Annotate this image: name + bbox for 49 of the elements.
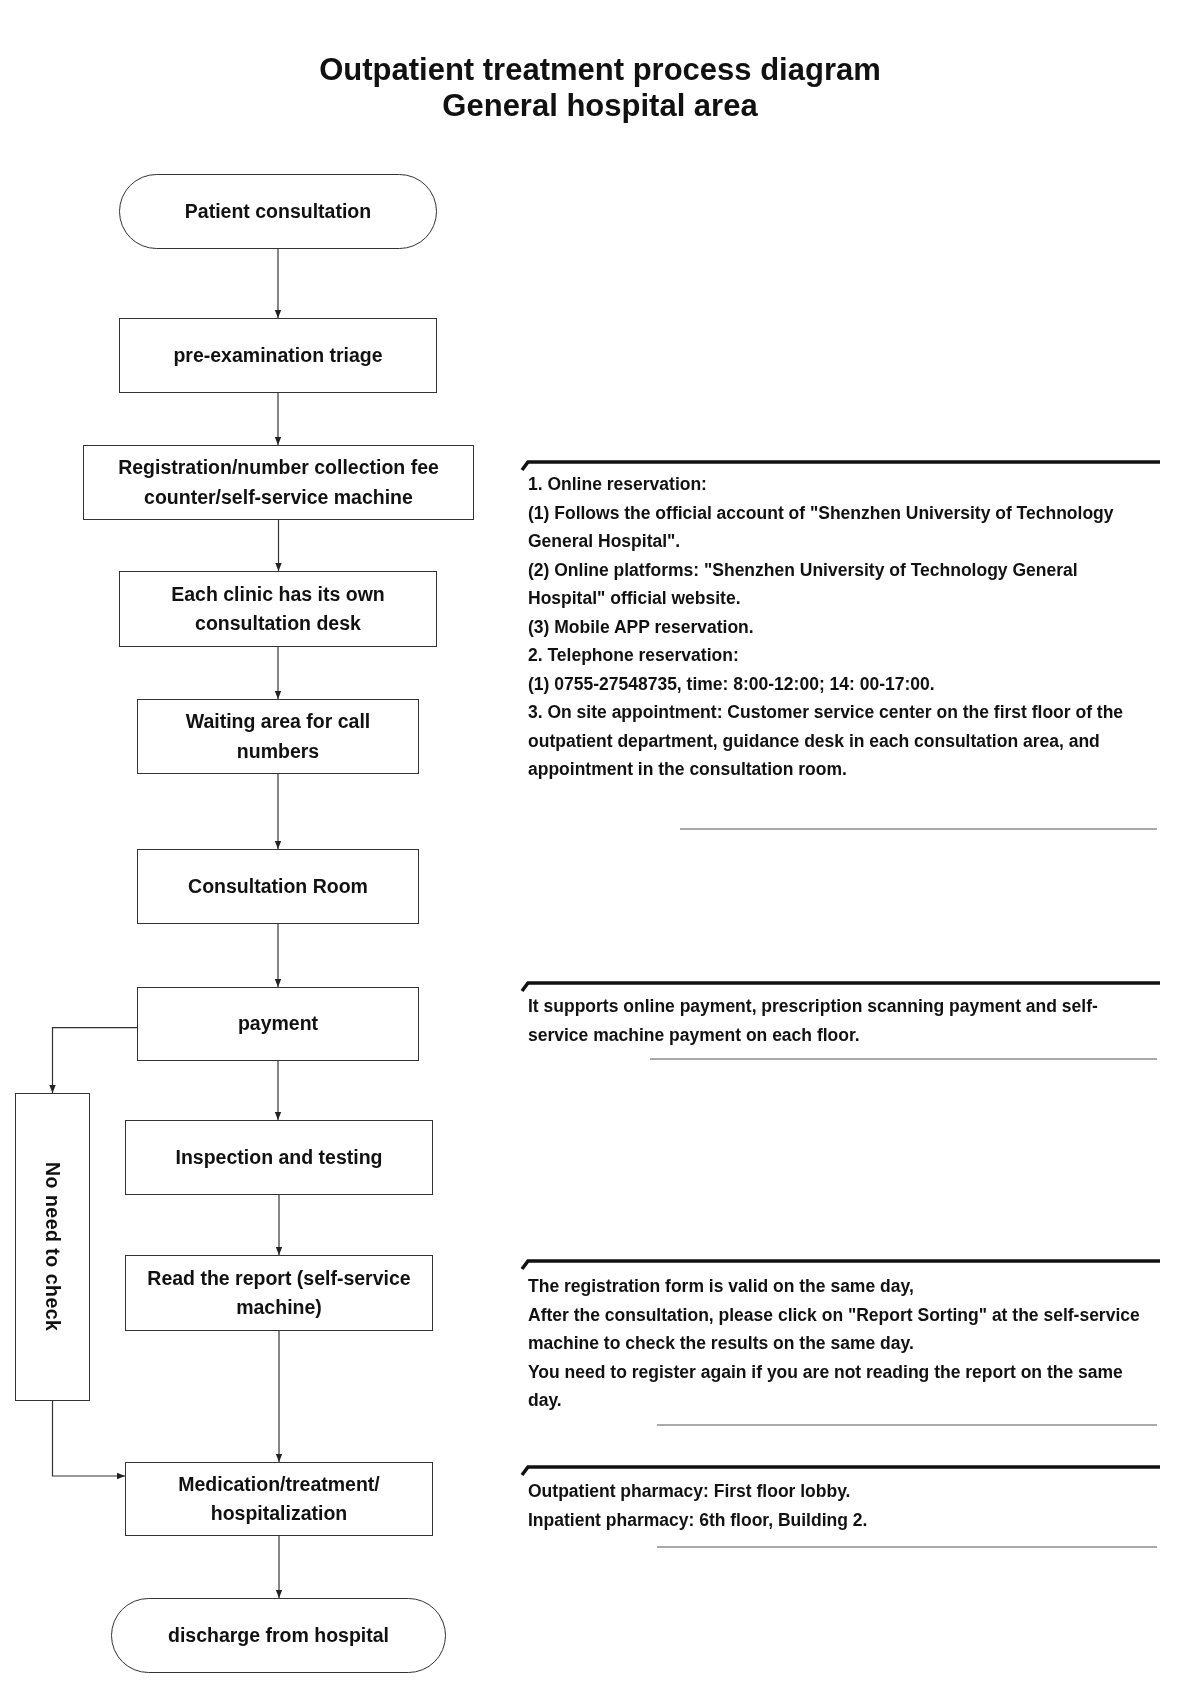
arrow — [274, 646, 282, 700]
node-label: payment — [237, 1011, 319, 1037]
node-label: Waiting area for call numbers — [184, 709, 372, 764]
node-label: discharge from hospital — [167, 1622, 389, 1648]
diagram-title: Outpatient treatment process diagram — [318, 52, 882, 88]
note-text: (3) Mobile APP reservation. — [528, 615, 755, 639]
note-text: 1. Online reservation: — [528, 473, 708, 496]
arrow — [274, 773, 282, 850]
note-text: (1) 0755-27548735, time: 8:00-12:00; 14: 00-17:00. — [528, 672, 936, 696]
process-box — [125, 1120, 433, 1195]
note-text: The registration form is valid on the same day, — [528, 1275, 915, 1298]
note-text: 2. Telephone reservation: — [528, 644, 740, 667]
note-text: (2) Online platforms: "Shenzhen University of Technology General Hospital" official website. — [528, 558, 1079, 610]
note-text: Inpatient pharmacy: 6th floor, Building 2. — [528, 1508, 869, 1532]
note-text: Outpatient pharmacy: First floor lobby. — [528, 1480, 852, 1503]
process-box — [125, 1462, 433, 1536]
arrow — [275, 1330, 283, 1463]
process-box — [83, 445, 474, 520]
node-label: Each clinic has its own consultation desk — [170, 581, 386, 636]
node-label: Inspection and testing — [175, 1144, 383, 1170]
note-text: After the consultation, please click on "Report Sorting" at the self-service machine to check the results on the same day. — [528, 1303, 1141, 1355]
process-box — [137, 987, 419, 1061]
note-text: You need to register again if you are not reading the report on the same day. — [528, 1360, 1124, 1412]
process-box — [137, 849, 419, 924]
arrow — [274, 923, 282, 988]
node-label: Consultation Room — [188, 873, 368, 899]
arrow — [51, 1400, 126, 1480]
process-box — [119, 571, 437, 647]
note-text: 3. On site appointment: Customer service center on the first floor of the outpatient department, guidance desk in each consultation area, and appointment in the consultation room. — [528, 701, 1125, 781]
arrow — [274, 248, 282, 319]
arrow — [275, 1194, 283, 1256]
process-box — [119, 318, 437, 393]
note-text: (1) Follows the official account of "Shenzhen University of Technology General Hospital". — [528, 501, 1115, 553]
node-label: No need to check — [41, 1162, 66, 1332]
arrow — [274, 392, 282, 446]
node-label: Registration/number collection fee counter/self-service machine — [117, 455, 440, 510]
side-box — [15, 1093, 90, 1401]
node-label: pre-examination triage — [173, 342, 383, 368]
arrow — [275, 519, 282, 572]
diagram-subtitle: General hospital area — [441, 88, 759, 124]
process-box — [137, 699, 419, 774]
node-label: Read the report (self-service machine) — [146, 1265, 412, 1320]
arrow — [275, 1535, 283, 1599]
arrow — [274, 1060, 282, 1121]
node-label: Medication/treatment/ hospitalization — [177, 1471, 381, 1526]
note-text: It supports online payment, prescription scanning payment and self-service machine payment on each floor. — [528, 995, 1099, 1047]
node-label: Patient consultation — [184, 198, 372, 224]
process-box — [125, 1255, 433, 1331]
arrow — [49, 1027, 138, 1094]
